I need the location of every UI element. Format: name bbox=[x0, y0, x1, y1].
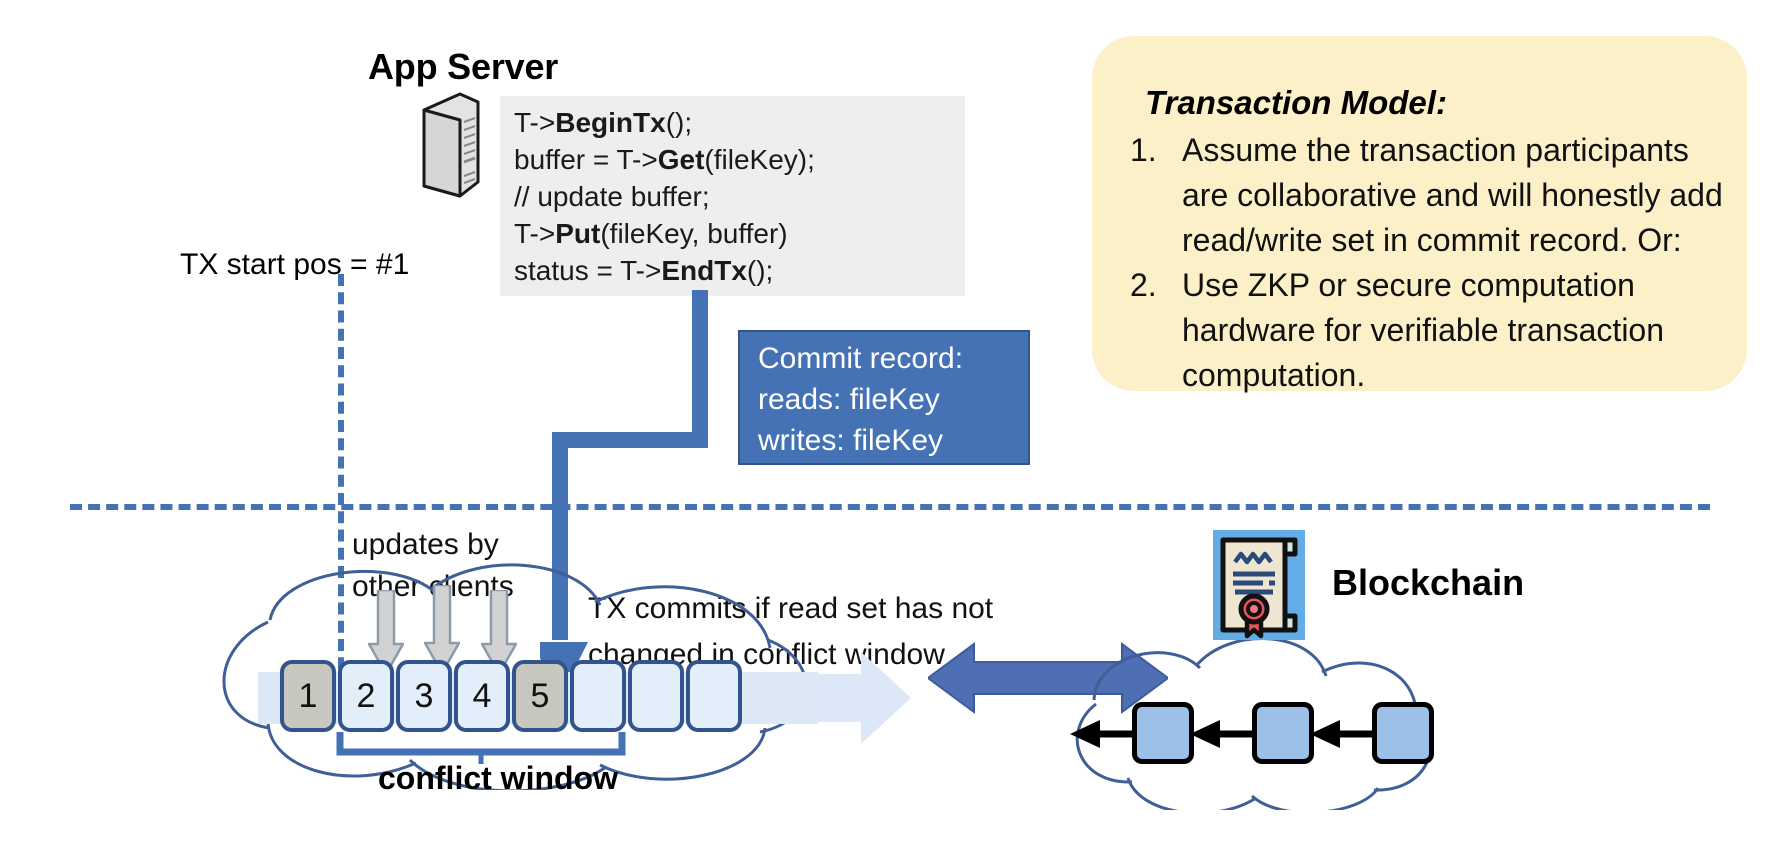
update-arrow-icon bbox=[480, 588, 518, 676]
log-cloud-shape bbox=[160, 560, 860, 793]
conflict-window-label: conflict window bbox=[378, 760, 618, 796]
update-arrow-icon bbox=[367, 588, 405, 676]
updates-label-line1: updates by bbox=[352, 528, 499, 561]
transaction-model-title: Transaction Model: bbox=[1145, 84, 1447, 121]
tx-start-position-label: TX start pos = #1 bbox=[180, 248, 410, 281]
update-arrow-icon bbox=[423, 583, 461, 675]
log-head-arrow bbox=[815, 650, 915, 746]
conflict-window-brace bbox=[336, 730, 626, 766]
log-entry[interactable] bbox=[686, 660, 742, 732]
commit-record-line: writes: fileKey bbox=[758, 424, 944, 457]
transaction-model-list: 1. Assume the transaction participants a… bbox=[1122, 128, 1732, 398]
chain-block bbox=[1252, 702, 1314, 764]
chain-block bbox=[1372, 702, 1434, 764]
commit-record-line: reads: fileKey bbox=[758, 383, 940, 416]
chain-block bbox=[1132, 702, 1194, 764]
blockchain-label: Blockchain bbox=[1332, 562, 1525, 603]
blockchain-block-chain bbox=[1070, 690, 1434, 770]
code-line: status = T->EndTx(); bbox=[514, 255, 774, 286]
tx-start-dashed-line bbox=[338, 274, 344, 724]
app-server-title: App Server bbox=[368, 46, 559, 87]
list-item: 2. Use ZKP or secure computation hardwar… bbox=[1122, 263, 1732, 398]
transaction-code-block: T->BeginTx(); buffer = T->Get(fileKey); … bbox=[500, 96, 965, 296]
log-entry[interactable]: 1 bbox=[280, 660, 336, 732]
transaction-model-callout: Transaction Model: 1. Assume the transac… bbox=[1092, 36, 1747, 393]
contract-certificate-icon bbox=[1213, 530, 1305, 640]
list-item-number: 1. bbox=[1130, 132, 1157, 168]
list-item: 1. Assume the transaction participants a… bbox=[1122, 128, 1732, 263]
server-icon bbox=[420, 90, 482, 200]
code-line: T->Put(fileKey, buffer) bbox=[514, 218, 788, 249]
commit-record-line: Commit record: bbox=[758, 342, 964, 375]
trust-boundary-dashed-line bbox=[70, 504, 1710, 510]
list-item-text: Assume the transaction participants are … bbox=[1182, 132, 1723, 258]
list-item-text: Use ZKP or secure computation hardware f… bbox=[1182, 267, 1665, 393]
log-entry[interactable]: 2 bbox=[338, 660, 394, 732]
code-line: buffer = T->Get(fileKey); bbox=[514, 144, 815, 175]
log-entry[interactable] bbox=[570, 660, 626, 732]
code-line: T->BeginTx(); bbox=[514, 107, 693, 138]
log-entry[interactable]: 4 bbox=[454, 660, 510, 732]
log-entry[interactable]: 5 bbox=[512, 660, 568, 732]
list-item-number: 2. bbox=[1130, 267, 1157, 303]
commit-record-box: Commit record: reads: fileKey writes: fi… bbox=[738, 330, 1030, 465]
tx-commits-line1: TX commits if read set has not bbox=[588, 592, 994, 625]
log-entry[interactable]: 3 bbox=[396, 660, 452, 732]
code-line: // update buffer; bbox=[514, 181, 710, 212]
log-entry[interactable] bbox=[628, 660, 684, 732]
